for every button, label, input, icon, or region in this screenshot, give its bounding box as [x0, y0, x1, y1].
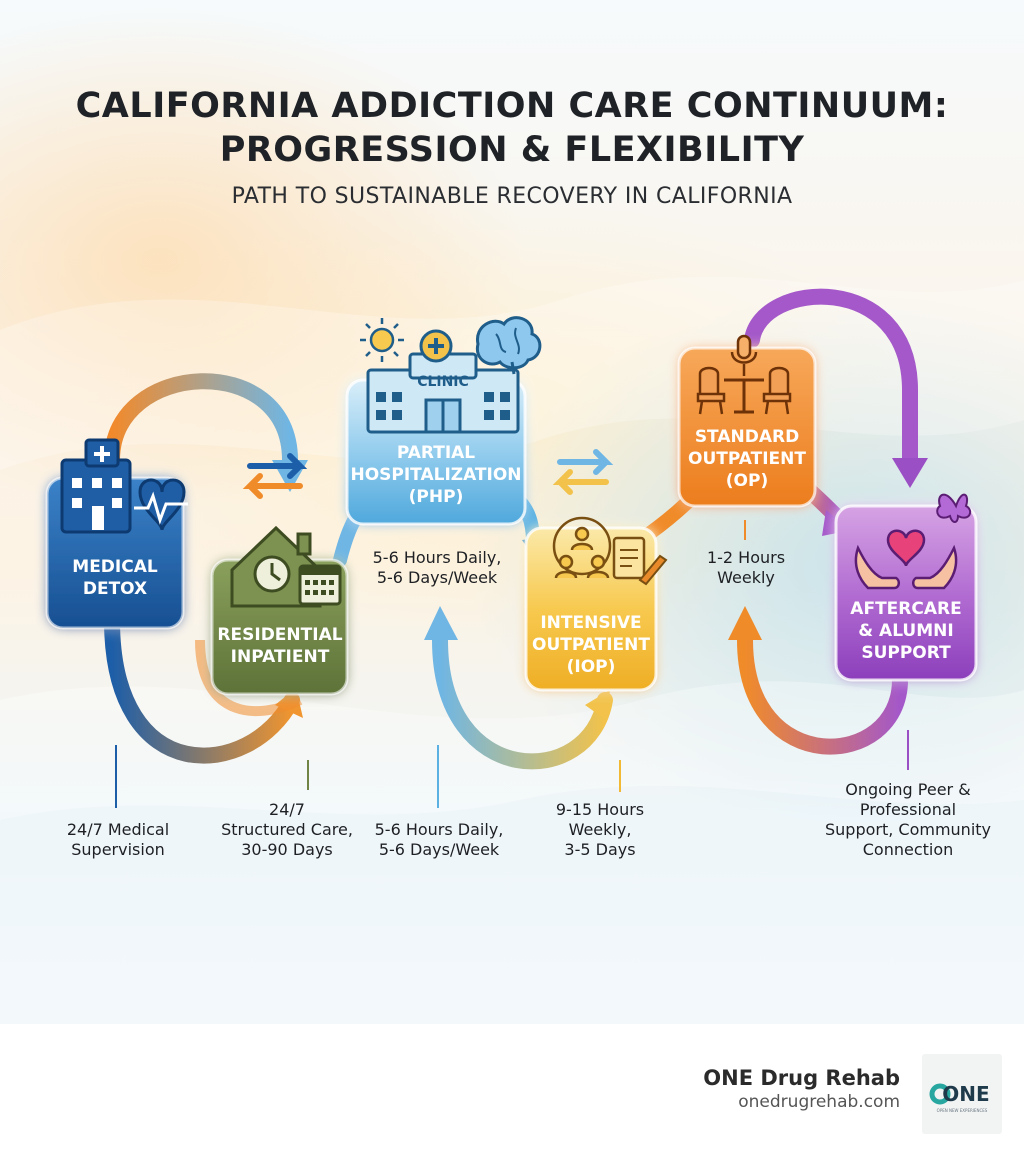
- note-line: Connection: [862, 840, 954, 859]
- stage-label-line: AFTERCARE: [850, 599, 961, 619]
- footer: ONE Drug Rehab onedrugrehab.com ONE OPEN…: [0, 1024, 1024, 1154]
- stage-label-line: MEDICAL: [72, 557, 158, 577]
- php-inline-note: 5-6 Hours Daily, 5-6 Days/Week: [370, 548, 504, 588]
- aftercare-note: Ongoing Peer & Professional Support, Com…: [818, 780, 998, 860]
- stage-label-line: (PHP): [409, 487, 464, 507]
- stage-label-line: (IOP): [567, 657, 616, 677]
- house-clock-calendar-icon: [230, 525, 342, 608]
- note-line: 5-6 Hours Daily,: [374, 820, 504, 839]
- arrow-detox-bottom-loop-inner: [195, 639, 303, 717]
- title-line-2: PROGRESSION & FLEXIBILITY: [219, 130, 805, 170]
- stage-label-line: & ALUMNI: [858, 621, 953, 641]
- op-inline-note: 1-2 Hours Weekly: [696, 548, 796, 588]
- logo-tagline: OPEN NEW EXPERIENCES: [937, 1108, 988, 1113]
- stage-standard-outpatient: STANDARD OUTPATIENT (OP): [677, 334, 817, 508]
- note-line: 5-6 Days/Week: [378, 840, 500, 859]
- sun-icon: [360, 318, 404, 362]
- stage-label-line: HOSPITALIZATION: [350, 465, 521, 485]
- note-line: Support, Community: [824, 820, 992, 839]
- care-continuum-diagram: MEDICAL DETOX RESIDENTIAL INPATIENT: [45, 288, 978, 808]
- arrowhead: [424, 606, 458, 640]
- swap-arrows-icon: [242, 453, 308, 499]
- heart-hands-butterfly-icon: [854, 493, 972, 590]
- note-line: 24/7 Medical: [66, 820, 170, 839]
- arrowhead: [585, 690, 610, 720]
- stage-label-line: STANDARD: [695, 427, 799, 447]
- arrowhead: [892, 458, 928, 488]
- subtitle: PATH TO SUSTAINABLE RECOVERY IN CALIFORN…: [231, 184, 793, 209]
- title-line-1: CALIFORNIA ADDICTION CARE CONTINUUM:: [75, 86, 949, 126]
- chairs-microphone-icon: [696, 334, 792, 415]
- brand-name: ONE Drug Rehab: [703, 1066, 900, 1090]
- brand-logo: ONE OPEN NEW EXPERIENCES: [922, 1054, 1002, 1134]
- note-line: Weekly: [717, 568, 775, 587]
- clinic-sign: CLINIC: [417, 374, 469, 390]
- note-line: Structured Care,: [221, 820, 353, 839]
- note-line: Supervision: [71, 840, 165, 859]
- note-line: 5-6 Hours Daily,: [372, 548, 502, 567]
- stage-intensive-outpatient: INTENSIVE OUTPATIENT (IOP): [524, 516, 668, 692]
- stage-label-line: SUPPORT: [861, 643, 951, 663]
- arrow-detox-to-residential: [104, 373, 298, 468]
- note-line: 30-90 Days: [241, 840, 333, 859]
- stage-medical-detox: MEDICAL DETOX: [45, 438, 188, 630]
- residential-note: 24/7 Structured Care, 30-90 Days: [212, 800, 362, 860]
- stage-residential-inpatient: RESIDENTIAL INPATIENT: [210, 525, 349, 696]
- note-line: 5-6 Days/Week: [376, 568, 498, 587]
- note-line: 9-15 Hours: [555, 800, 645, 819]
- php-note: 5-6 Hours Daily, 5-6 Days/Week: [372, 820, 506, 860]
- stage-label-line: DETOX: [83, 579, 147, 599]
- stage-label-line: RESIDENTIAL: [217, 625, 342, 645]
- note-line: Ongoing Peer &: [845, 780, 971, 799]
- note-line: 24/7: [269, 800, 305, 819]
- hospital-heartbeat-icon: [60, 438, 188, 534]
- swap-arrows-icon: [552, 449, 614, 495]
- arrowhead: [728, 606, 762, 640]
- brand-url[interactable]: onedrugrehab.com: [738, 1092, 900, 1112]
- iop-note: 9-15 Hours Weekly, 3-5 Days: [540, 800, 660, 860]
- stage-label-line: OUTPATIENT: [688, 449, 806, 469]
- arrow-op-top-arc: [744, 288, 918, 468]
- note-line: Professional: [859, 800, 957, 819]
- one-logo-icon: ONE OPEN NEW EXPERIENCES: [929, 1082, 990, 1113]
- stage-aftercare-alumni: AFTERCARE & ALUMNI SUPPORT: [834, 493, 978, 682]
- infographic-canvas: CALIFORNIA ADDICTION CARE CONTINUUM: PRO…: [0, 0, 1024, 1024]
- stage-label-line: INPATIENT: [231, 647, 330, 667]
- note-line: 1-2 Hours: [706, 548, 786, 567]
- medical-cross-icon: [419, 329, 453, 363]
- stage-label-line: (OP): [726, 471, 768, 491]
- leader-lines: [115, 520, 909, 808]
- stage-label-line: OUTPATIENT: [532, 635, 650, 655]
- logo-text: ONE: [942, 1082, 989, 1106]
- stage-label-line: INTENSIVE: [540, 613, 641, 633]
- arrow-iop-loop: [432, 632, 613, 770]
- arrow-detox-bottom-loop: [104, 612, 300, 764]
- detox-note: 24/7 Medical Supervision: [56, 820, 180, 860]
- stage-partial-hospitalization: CLINIC: [345, 316, 542, 526]
- stage-label-line: PARTIAL: [397, 443, 475, 463]
- note-line: Weekly,: [568, 820, 632, 839]
- brain-icon: [475, 316, 542, 375]
- group-notebook-icon: [552, 516, 668, 586]
- clinic-building-icon: CLINIC: [366, 352, 520, 434]
- arrow-aftercare-loop: [737, 632, 908, 755]
- note-line: 3-5 Days: [564, 840, 636, 859]
